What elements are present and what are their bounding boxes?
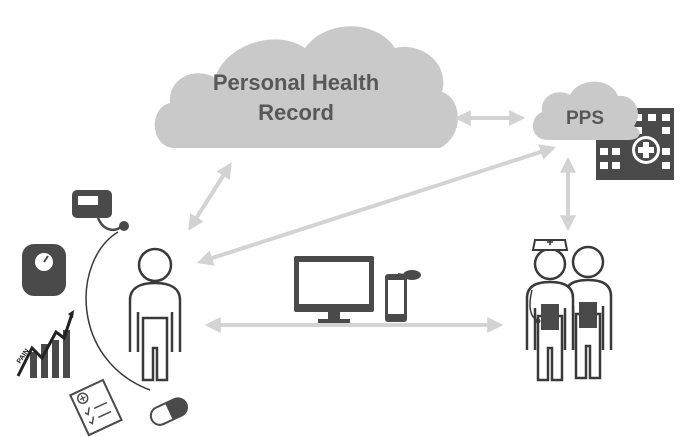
arrow-pps-patient — [196, 144, 557, 266]
arrow-phr-patient — [188, 162, 232, 231]
desktop-monitor-icon — [294, 256, 374, 323]
questionnaire-clipboard-icon — [68, 378, 123, 437]
clinicians-icon — [525, 239, 613, 382]
pill-capsule-icon — [149, 397, 188, 426]
connection-arrows — [188, 110, 576, 333]
blood-pressure-monitor-icon — [72, 190, 129, 232]
pps-cloud: PPS — [532, 81, 640, 140]
pps-label: PPS — [566, 108, 604, 129]
cloud-label-line2: Record — [258, 100, 334, 125]
cloud-label-line1: Personal Health — [213, 70, 379, 95]
patient-person-icon — [128, 247, 182, 382]
personal-health-record-cloud: Personal Health Record — [154, 26, 458, 149]
hospital-building-icon — [596, 108, 674, 180]
pain-trend-chart-icon: PAIN — [16, 310, 74, 378]
weighing-scale-icon — [22, 244, 66, 296]
smartphone-icon — [385, 270, 421, 322]
patient-data-arc — [85, 231, 151, 391]
